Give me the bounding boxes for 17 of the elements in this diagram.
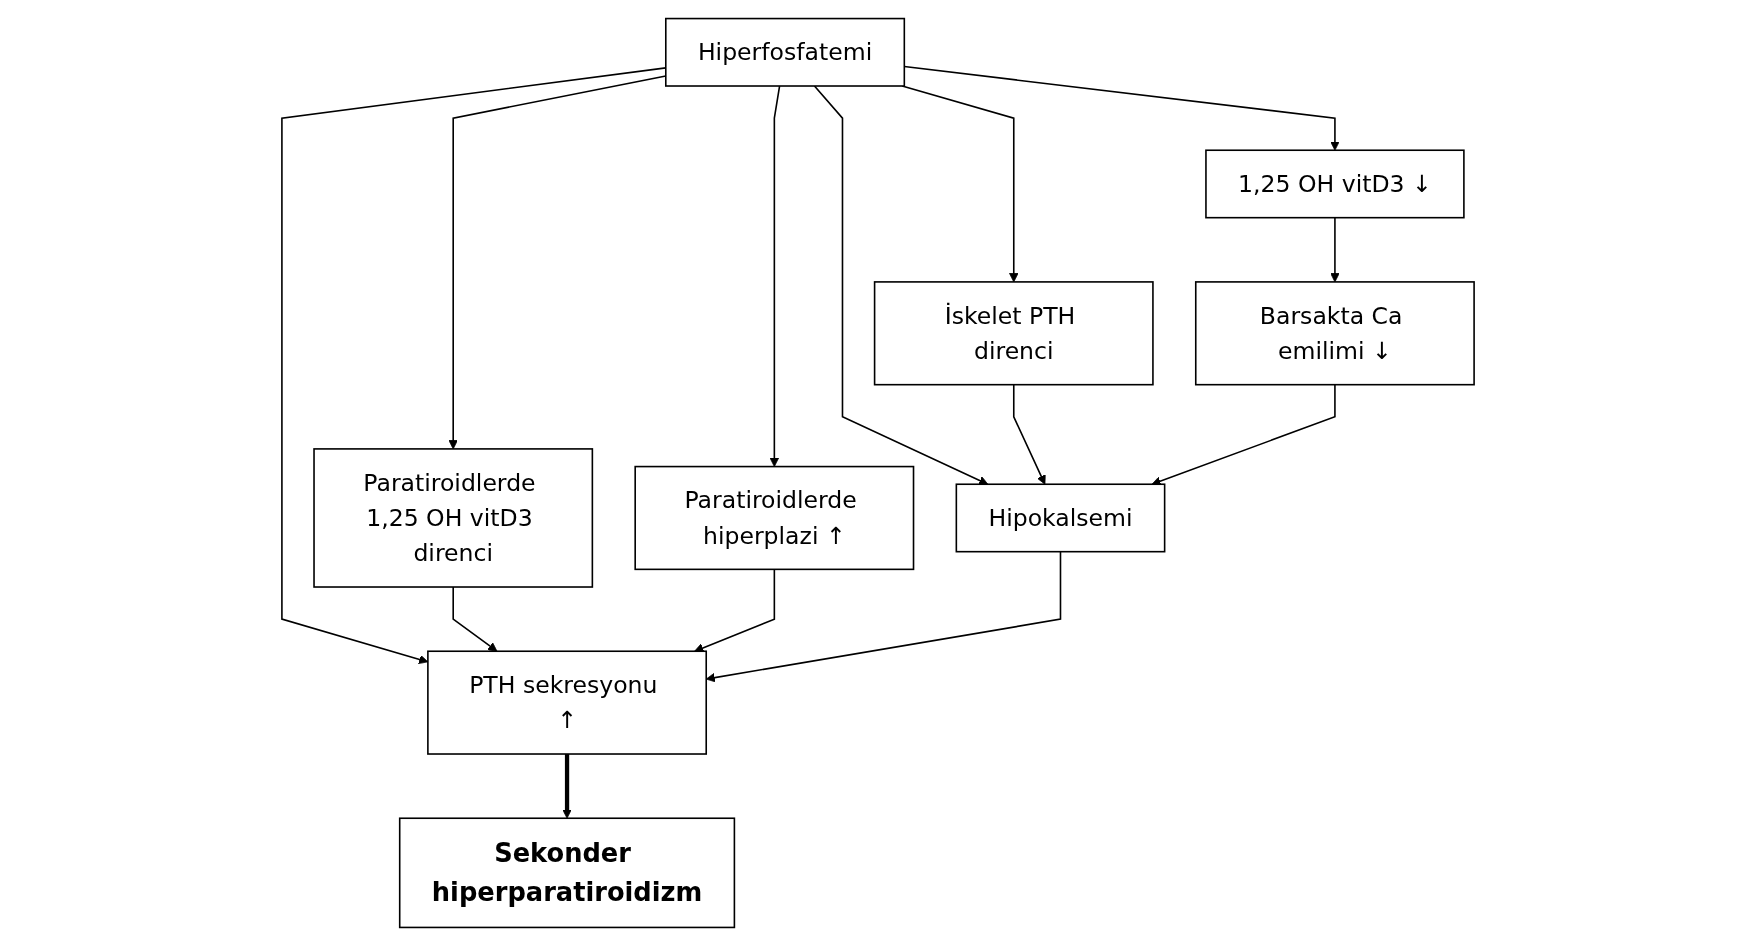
node-box: Hipokalsemi	[955, 483, 1166, 553]
arrow	[694, 568, 776, 653]
node-box: 1,25 OH vitD3 ↓	[1205, 149, 1465, 219]
arrow	[769, 85, 781, 467]
arrow	[813, 85, 989, 485]
node-box: PTH sekresyonu ↑	[427, 650, 708, 755]
node-box: Paratiroidlerde hiperplazi ↑	[634, 465, 915, 571]
node-box: İskelet PTH direnci	[873, 281, 1154, 386]
arrow	[452, 586, 498, 652]
node-box: Sekonder hiperparatiroidizm	[398, 817, 736, 929]
node-box: Paratiroidlerde 1,25 OH vitD3 direnci	[313, 448, 594, 588]
arrow	[1151, 383, 1336, 486]
arrow	[1012, 383, 1046, 485]
arrow	[1330, 216, 1340, 283]
node-box: Barsakta Ca emilimi ↓	[1194, 281, 1475, 386]
arrow	[562, 754, 572, 819]
node-box: Hiperfosfatemi	[665, 17, 906, 87]
